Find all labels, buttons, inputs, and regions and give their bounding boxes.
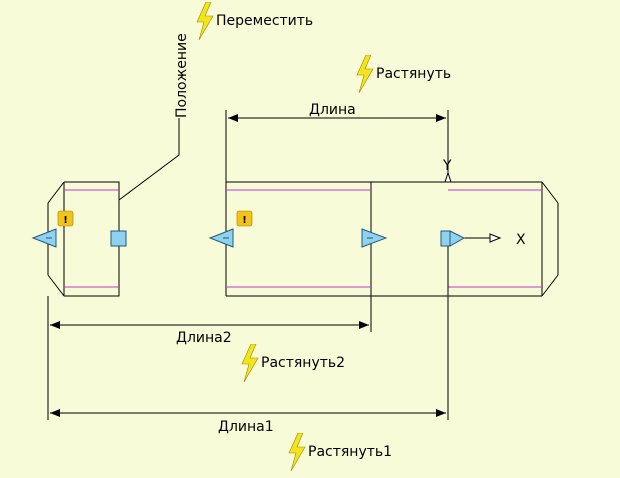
position-parameter-label[interactable]: Положение bbox=[174, 33, 190, 118]
left-stretch-grip[interactable] bbox=[31, 228, 57, 248]
middle-stretch-grip[interactable] bbox=[361, 228, 388, 248]
length2-dimension[interactable] bbox=[47, 296, 372, 420]
y-axis-indicator bbox=[444, 150, 452, 183]
stretch2-action-label[interactable]: Растянуть2 bbox=[261, 355, 345, 371]
position-leader bbox=[118, 118, 180, 201]
y-axis-label: Y bbox=[442, 158, 452, 174]
warning-icon[interactable]: ! bbox=[236, 210, 253, 227]
svg-text:!: ! bbox=[63, 215, 68, 226]
length-parameter-label[interactable]: Длина bbox=[309, 102, 356, 118]
stretch1-action-bolt-icon[interactable] bbox=[288, 433, 306, 471]
stretch1-action-label[interactable]: Растянуть1 bbox=[308, 444, 392, 460]
position-grip[interactable] bbox=[110, 230, 127, 247]
stretch-action-label[interactable]: Растянуть bbox=[376, 66, 451, 82]
small-block bbox=[47, 181, 120, 297]
small-block-magenta-lines bbox=[64, 189, 119, 288]
main-block-magenta-lines bbox=[226, 189, 542, 288]
move-action-label[interactable]: Переместить bbox=[216, 13, 313, 29]
stretch2-action-bolt-icon[interactable] bbox=[241, 344, 259, 382]
stretch-action-bolt-icon[interactable] bbox=[356, 55, 374, 93]
warning-icon[interactable]: ! bbox=[57, 210, 74, 227]
main-block bbox=[225, 181, 559, 297]
length2-parameter-label[interactable]: Длина2 bbox=[176, 330, 232, 346]
move-action-bolt-icon[interactable] bbox=[196, 2, 214, 40]
svg-text:!: ! bbox=[242, 215, 247, 226]
main-left-stretch-grip[interactable] bbox=[208, 228, 234, 248]
base-point-grip[interactable] bbox=[440, 230, 466, 247]
x-axis-label: X bbox=[516, 232, 526, 248]
length1-parameter-label[interactable]: Длина1 bbox=[218, 419, 274, 435]
length-dimension[interactable] bbox=[225, 110, 449, 182]
